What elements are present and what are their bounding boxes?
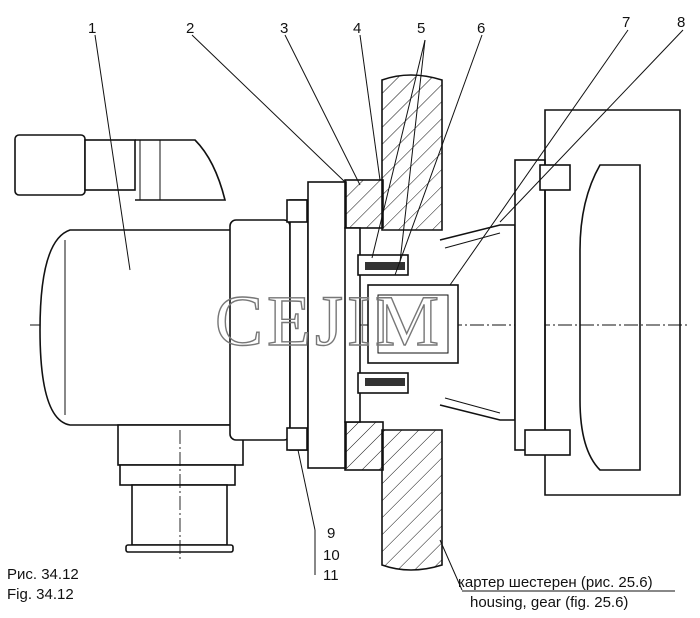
leader-lines (94, 29, 684, 592)
callout-5: 5 (417, 20, 425, 37)
callout-10: 10 (323, 547, 340, 564)
motor-body (39, 229, 236, 426)
caption-en: Fig. 34.12 (7, 586, 74, 603)
housing-label-en: housing, gear (fig. 25.6) (470, 594, 629, 611)
callout-2: 2 (186, 20, 194, 37)
callout-6: 6 (477, 20, 485, 37)
callout-8: 8 (677, 14, 685, 31)
bolt-top (286, 199, 308, 223)
bolt-bottom (286, 427, 308, 451)
callout-7: 7 (622, 14, 630, 31)
callout-11: 11 (323, 567, 339, 584)
right-housing (514, 109, 681, 496)
flange (286, 181, 347, 469)
top-connector (14, 134, 227, 201)
callout-9: 9 (327, 525, 335, 542)
adapter-plate (344, 179, 384, 471)
callout-3: 3 (280, 20, 288, 37)
callout-1: 1 (88, 20, 96, 37)
drive-shaft (357, 254, 459, 394)
housing-label-ru: картер шестерен (рис. 25.6) (458, 574, 653, 591)
callout-4: 4 (353, 20, 361, 37)
caption-ru: Рис. 34.12 (7, 566, 79, 583)
watermark-text: CEJIM (215, 281, 443, 361)
bottom-fitting (117, 424, 244, 560)
